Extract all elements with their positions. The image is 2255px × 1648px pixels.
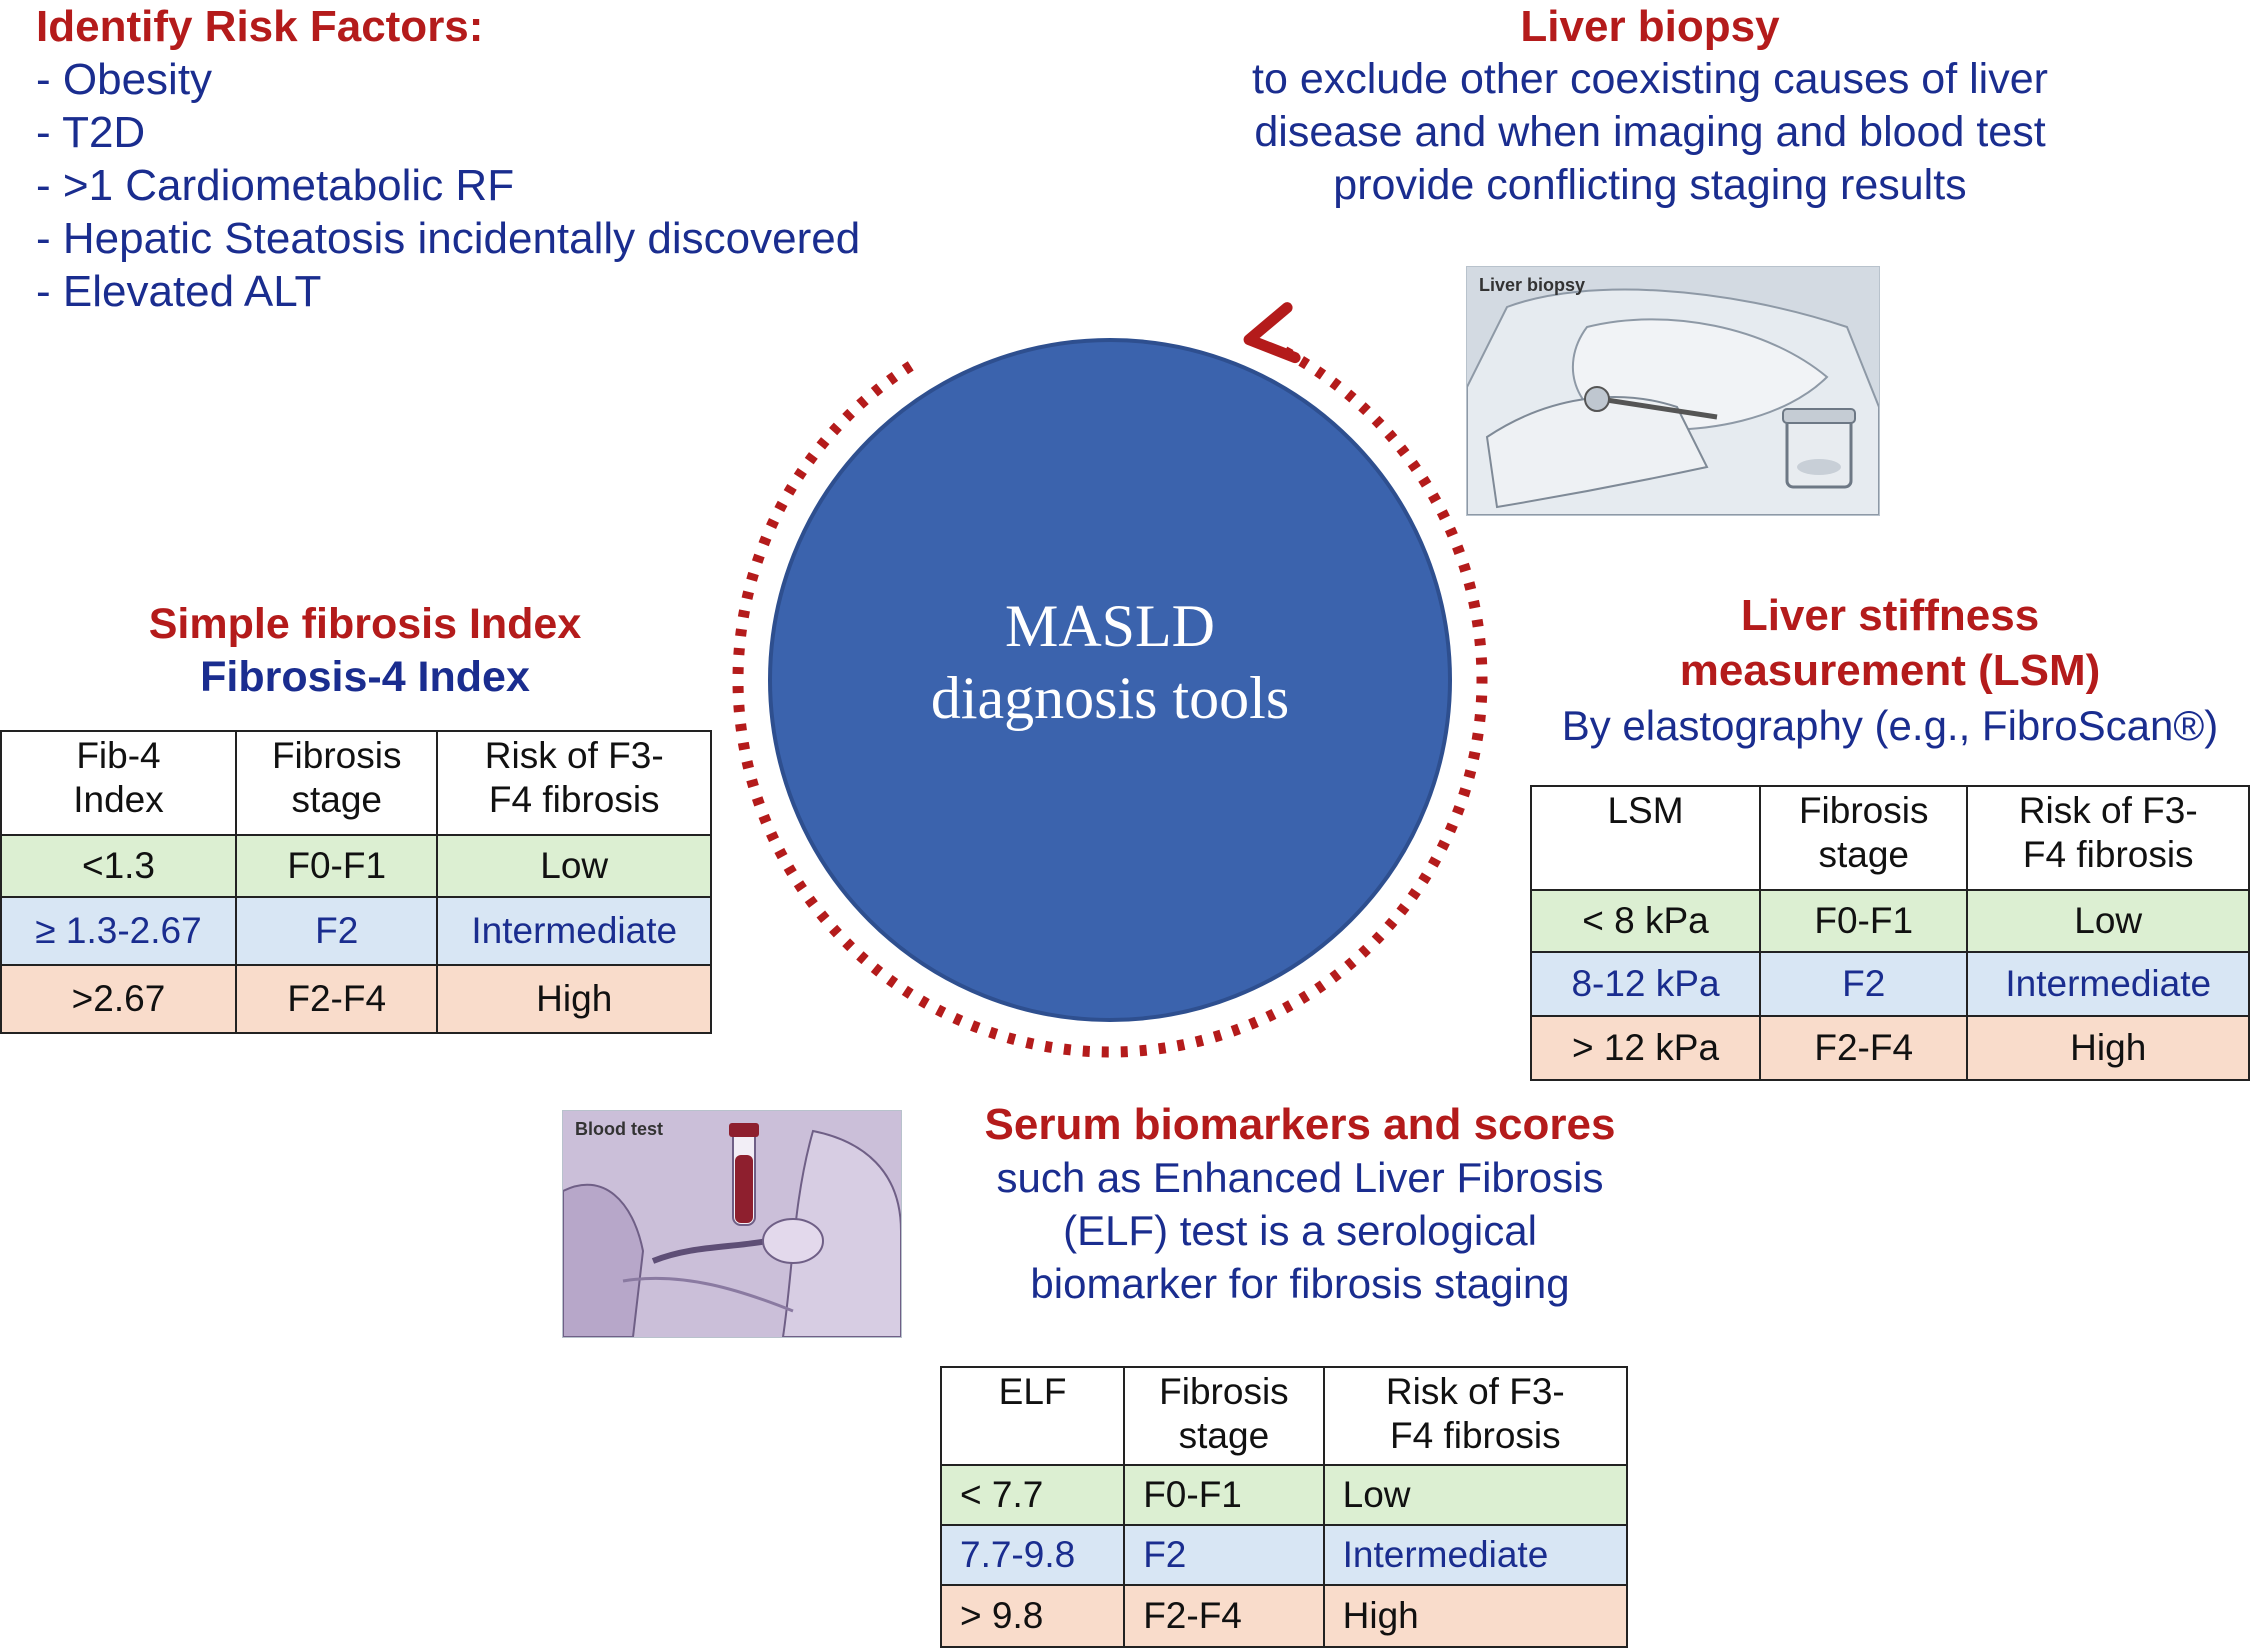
table-row: 8-12 kPa F2 Intermediate [1530, 951, 2250, 1017]
masld-center-line1: MASLD [1004, 593, 1216, 659]
liver-biopsy-illustration: Liver biopsy [1466, 266, 1880, 516]
cycle-arrow-ring [732, 346, 1488, 1058]
table-cell: F0-F1 [1123, 1464, 1325, 1526]
table-cell: <1.3 [0, 834, 237, 898]
table-cell: Intermediate [1322, 1524, 1629, 1586]
table-cell: 7.7-9.8 [939, 1524, 1126, 1586]
table-cell: F2 [1123, 1524, 1325, 1586]
risk-factors-list: - Obesity - T2D - >1 Cardiometabolic RF … [36, 53, 1036, 318]
table-cell: Low [436, 834, 712, 898]
liver-biopsy-desc-line: to exclude other coexisting causes of li… [1252, 55, 2048, 103]
table-cell: Intermediate [1966, 951, 2250, 1017]
list-item: - T2D [36, 108, 146, 157]
table-row: 7.7-9.8 F2 Intermediate [939, 1524, 1629, 1586]
table-cell: Intermediate [436, 896, 712, 966]
table-row: > 9.8 F2-F4 High [939, 1584, 1629, 1648]
table-cell: F2 [234, 896, 439, 966]
table-cell: F2-F4 [234, 964, 439, 1034]
fib4-subtitle: Fibrosis-4 Index [200, 653, 530, 701]
serum-desc-line: such as Enhanced Liver Fibrosis [996, 1154, 1604, 1201]
list-item: - Hepatic Steatosis incidentally discove… [36, 214, 861, 263]
table-cell: F2-F4 [1758, 1015, 1969, 1081]
liver-biopsy-block: Liver biopsy to exclude other coexisting… [1180, 0, 2120, 212]
fib4-title-block: Simple fibrosis Index Fibrosis-4 Index [40, 598, 690, 704]
serum-title: Serum biomarkers and scores [984, 1100, 1616, 1149]
table-row: >2.67 F2-F4 High [0, 964, 712, 1034]
lsm-title-line2: measurement (LSM) [1679, 646, 2101, 695]
table-header-cell: Risk of F3-F4 fibrosis [1966, 785, 2250, 891]
table-cell: High [436, 964, 712, 1034]
risk-factors-heading: Identify Risk Factors: [36, 2, 484, 51]
cycle-arrow-head-icon [1243, 302, 1301, 364]
liver-biopsy-caption: Liver biopsy [1479, 275, 1586, 295]
liver-biopsy-heading: Liver biopsy [1520, 2, 1780, 51]
masld-circle-diagram [732, 302, 1488, 1058]
table-cell: High [1322, 1584, 1629, 1648]
table-cell: < 7.7 [939, 1464, 1126, 1526]
table-cell: High [1966, 1015, 2250, 1081]
table-cell: Low [1322, 1464, 1629, 1526]
fib4-title: Simple fibrosis Index [148, 600, 582, 648]
table-header-cell: Risk of F3-F4 fibrosis [1322, 1366, 1629, 1466]
table-cell: >2.67 [0, 964, 237, 1034]
lsm-title-block: Liver stiffness measurement (LSM) By ela… [1530, 588, 2250, 753]
table-cell: > 9.8 [939, 1584, 1126, 1648]
liver-biopsy-drawing [1467, 267, 1879, 515]
table-cell: F0-F1 [234, 834, 439, 898]
table-row: > 12 kPa F2-F4 High [1530, 1015, 2250, 1081]
masld-center: MASLD diagnosis tools [730, 300, 1490, 1060]
table-cell: F2-F4 [1123, 1584, 1325, 1648]
table-row: < 7.7 F0-F1 Low [939, 1464, 1629, 1526]
table-cell: F2 [1758, 951, 1969, 1017]
serum-desc-line: (ELF) test is a serological [1063, 1207, 1537, 1254]
risk-factors-block: Identify Risk Factors: - Obesity - T2D -… [36, 0, 1036, 318]
table-row: <1.3 F0-F1 Low [0, 834, 712, 898]
masld-center-label: MASLD diagnosis tools [730, 590, 1490, 734]
liver-biopsy-desc-line: disease and when imaging and blood test [1254, 108, 2046, 156]
lsm-title-line1: Liver stiffness [1740, 591, 2040, 640]
blood-test-caption: Blood test [575, 1119, 663, 1139]
table-row: < 8 kPa F0-F1 Low [1530, 889, 2250, 953]
list-item: - Obesity [36, 55, 213, 104]
table-cell: 8-12 kPa [1530, 951, 1761, 1017]
list-item: - >1 Cardiometabolic RF [36, 161, 515, 210]
serum-title-block: Serum biomarkers and scores such as Enha… [900, 1098, 1700, 1310]
blood-test-drawing [563, 1111, 901, 1337]
table-header-cell: ELF [939, 1366, 1126, 1466]
table-cell: < 8 kPa [1530, 889, 1761, 953]
lsm-subtitle: By elastography (e.g., FibroScan®) [1561, 702, 2219, 749]
masld-circle [768, 338, 1452, 1022]
table-cell: > 12 kPa [1530, 1015, 1761, 1081]
table-header-cell: Risk of F3-F4 fibrosis [436, 730, 712, 836]
list-item: - Elevated ALT [36, 267, 322, 316]
table-row: ≥ 1.3-2.67 F2 Intermediate [0, 896, 712, 966]
table-cell: ≥ 1.3-2.67 [0, 896, 237, 966]
blood-test-illustration: Blood test [562, 1110, 902, 1338]
liver-biopsy-desc-line: provide conflicting staging results [1333, 161, 1967, 209]
table-cell: F0-F1 [1758, 889, 1969, 953]
table-cell: Low [1966, 889, 2250, 953]
masld-center-line2: diagnosis tools [930, 665, 1290, 731]
serum-desc-line: biomarker for fibrosis staging [1030, 1260, 1570, 1307]
table-header-cell: LSM [1530, 785, 1761, 891]
